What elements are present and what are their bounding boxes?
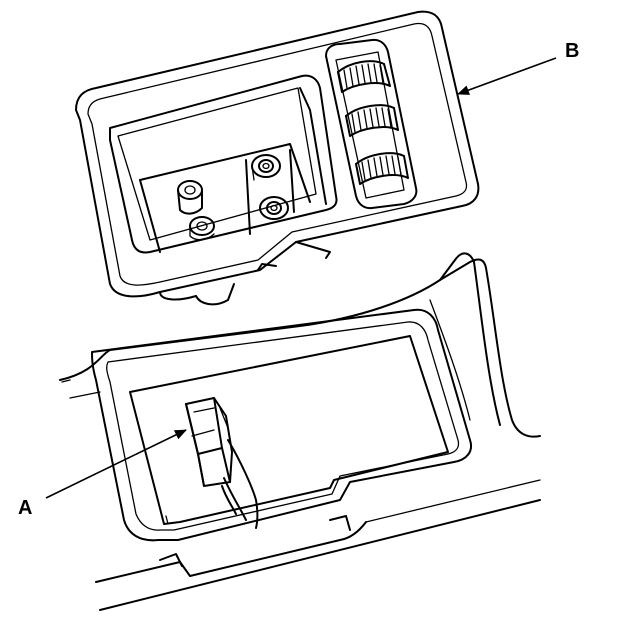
screw-boss-3 xyxy=(251,154,281,181)
panel-b xyxy=(75,10,480,306)
console-housing xyxy=(59,252,541,611)
callout-label-b: B xyxy=(565,40,580,62)
connector-a xyxy=(185,397,259,529)
screw-boss-1 xyxy=(177,180,203,215)
leader-line-b xyxy=(457,57,557,95)
leader-line-a xyxy=(45,429,187,499)
thumbwheel-slot xyxy=(325,38,418,210)
console-opening xyxy=(91,308,472,542)
screw-boss-4 xyxy=(259,196,289,220)
screw-boss-2 xyxy=(189,216,215,241)
callout-label-a: A xyxy=(18,497,33,519)
